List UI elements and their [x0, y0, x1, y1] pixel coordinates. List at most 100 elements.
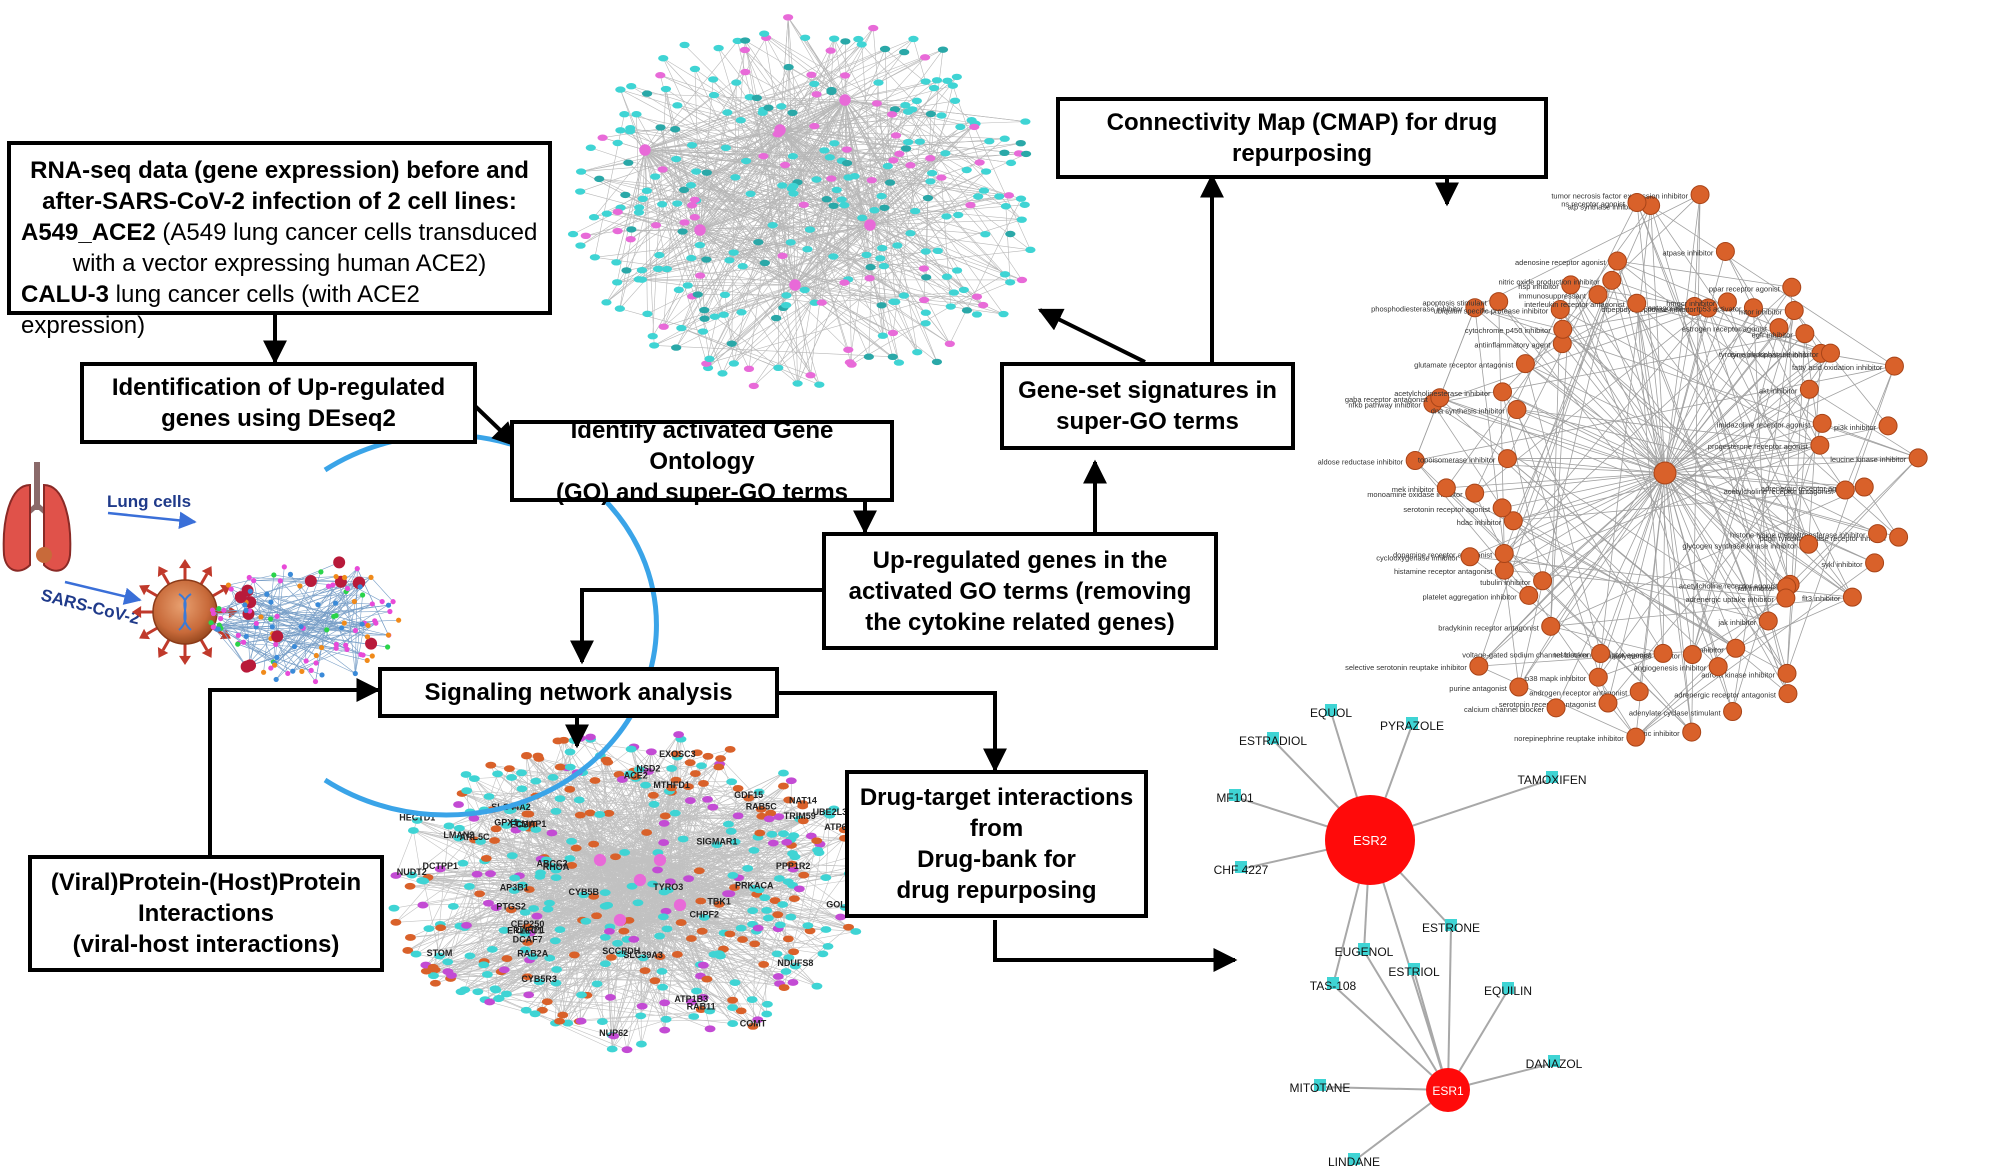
network-node [574, 811, 586, 819]
network-node [594, 811, 606, 818]
network-node [442, 968, 454, 976]
network-node [550, 979, 562, 987]
ppi-gene-label: GPX1 [494, 817, 518, 827]
geneset-line-1: Gene-set signatures in [1018, 377, 1277, 404]
network-node [410, 950, 422, 958]
network-node [588, 214, 600, 221]
network-node [626, 882, 638, 890]
network-node [1005, 230, 1016, 238]
network-node [689, 196, 700, 204]
network-node [920, 78, 931, 85]
signaling-line-1: Signaling network analysis [424, 679, 733, 706]
cmap-node [1533, 571, 1553, 591]
cmap-node [1854, 477, 1874, 497]
network-node [752, 924, 764, 932]
network-node [585, 144, 596, 151]
cmap-node-label: cytochrome p450 inhibitor [1465, 326, 1551, 335]
drug-label: ESTRIOL [1388, 965, 1440, 979]
a549-description: (A549 lung cancer cells transduced [155, 219, 538, 246]
network-node [647, 332, 658, 340]
network-node [737, 936, 748, 943]
network-node [648, 800, 660, 808]
rna-line-4: with a vector expressing human ACE2) [72, 250, 487, 277]
network-node [654, 953, 666, 960]
cmap-node-label: glutamate receptor antagonist [1414, 361, 1514, 370]
network-node [749, 940, 761, 948]
network-node [658, 55, 669, 62]
network-node [928, 84, 940, 92]
cmap-node [1602, 270, 1622, 290]
network-node [521, 973, 533, 981]
network-node [684, 797, 696, 804]
network-node [882, 162, 893, 170]
cmap-node-label: jak inhibitor [1717, 618, 1756, 627]
network-node [905, 162, 916, 169]
cmap-node [1726, 638, 1746, 658]
cmap-node [1865, 553, 1885, 573]
network-node [442, 958, 454, 966]
esr1-label: ESR1 [1432, 1084, 1464, 1098]
network-node [785, 913, 797, 921]
cmap-hub-node [1653, 461, 1677, 485]
cmap-node-label: topoisomerase inhibitor [1418, 456, 1496, 465]
network-node [541, 998, 553, 1006]
network-node [811, 91, 822, 98]
network-node [691, 749, 703, 757]
network-node [879, 204, 890, 211]
identification-line-2: genes using DEseq2 [161, 405, 396, 432]
network-node [826, 88, 837, 96]
network-node [523, 886, 535, 893]
network-node [843, 346, 854, 353]
network-node [1016, 276, 1028, 284]
network-node [611, 259, 622, 266]
network-node [540, 856, 552, 864]
network-node [899, 48, 910, 56]
cmap-node-label: tyrosine kinase inhibitor [1731, 350, 1810, 359]
network-node [849, 173, 860, 180]
cmap-node [1743, 298, 1763, 318]
network-node [621, 267, 632, 274]
network-node [798, 871, 810, 879]
network-node [673, 731, 685, 738]
network-node [723, 820, 734, 828]
drug-target-line-2: from [969, 815, 1024, 842]
cmap-node-label: pdgfr tyrosine kinase receptor inhibitor [1759, 534, 1887, 543]
cmap-node-label: dna synthesis inhibitor [1431, 407, 1506, 416]
ppi-gene-label: NAT14 [789, 796, 817, 806]
network-node [695, 272, 706, 279]
ppi-gene-label: TRIM59 [784, 811, 816, 821]
network-node [691, 987, 702, 995]
cmap-line-2: repurposing [1231, 140, 1372, 167]
ppi-gene-label: SLC39A3 [623, 950, 663, 960]
ppi-gene-label: PTGS2 [496, 902, 526, 912]
network-node [549, 937, 561, 945]
network-node [435, 924, 447, 932]
network-node [564, 748, 576, 756]
network-node [704, 1025, 716, 1033]
network-node [999, 271, 1011, 278]
ppi-gene-label: ERLEC1 [507, 926, 543, 936]
network-node [720, 144, 731, 152]
cmap-node-label: acetylcholine receptor antagonist [1724, 487, 1835, 496]
network-node [635, 1040, 647, 1048]
ppi-gene-label: TYRO3 [653, 882, 683, 892]
network-node [748, 382, 759, 390]
cmap-node-label: mek inhibitor [1392, 485, 1435, 494]
network-node [886, 111, 898, 118]
ppi-gene-label: ACE2 [624, 770, 648, 780]
network-node [715, 755, 727, 762]
drug-node [1358, 943, 1370, 955]
network-node [596, 1018, 608, 1025]
network-node [493, 994, 505, 1002]
network-node [814, 381, 825, 388]
network-node [740, 157, 752, 165]
network-node [584, 809, 596, 817]
network-node [483, 793, 495, 800]
network-node [829, 35, 840, 42]
network-node [679, 219, 690, 226]
network-node [925, 110, 936, 118]
hub-node [633, 873, 647, 887]
